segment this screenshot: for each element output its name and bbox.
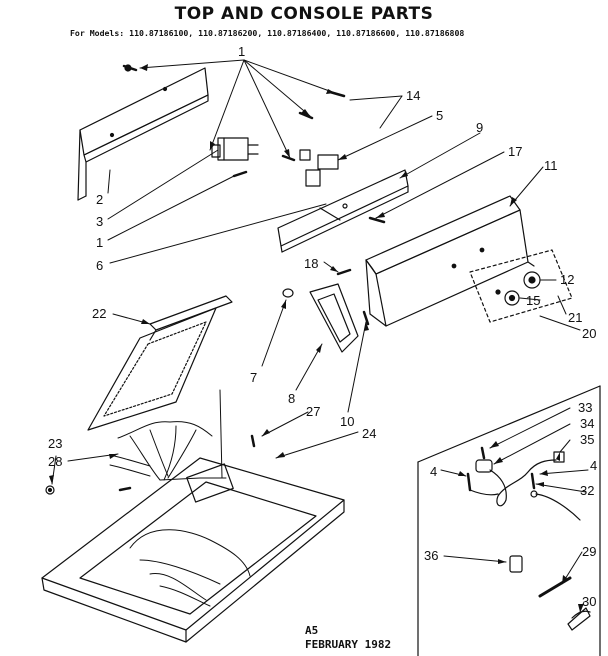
callout-5: 5 — [436, 108, 443, 123]
callout-8: 8 — [288, 391, 295, 406]
detail-parts — [466, 446, 591, 631]
callout-21: 21 — [568, 310, 582, 325]
footer-code: A5 — [305, 624, 319, 637]
screw-part — [232, 90, 386, 224]
callout-24: 24 — [362, 426, 376, 441]
filter-housing-8-part — [309, 283, 359, 353]
bracket-5-part — [299, 149, 339, 187]
knob-group-box — [469, 249, 573, 323]
callout-30: 30 — [582, 594, 596, 609]
callout-22: 22 — [92, 306, 106, 321]
top-bracket-part — [77, 67, 209, 201]
top-panel-24-part — [41, 457, 345, 643]
callout-10: 10 — [340, 414, 354, 429]
screw-18-part — [336, 268, 352, 276]
screw-27-part — [250, 434, 256, 448]
screw-10-part — [362, 310, 370, 326]
callout-15: 15 — [526, 293, 540, 308]
arrowheads — [49, 64, 583, 612]
callout-27: 27 — [306, 404, 320, 419]
model-list: For Models: 110.87186100, 110.87186200, … — [70, 28, 465, 38]
callout-14: 14 — [406, 88, 420, 103]
leader-lines — [51, 59, 589, 613]
callout-17: 17 — [508, 144, 522, 159]
callout-2: 2 — [96, 192, 103, 207]
callout-12: 12 — [560, 272, 574, 287]
bumper-7-part — [282, 288, 294, 298]
callout-4-right: 4 — [590, 458, 597, 473]
callout-36: 36 — [424, 548, 438, 563]
screw-part — [118, 486, 132, 492]
switch-part — [211, 137, 259, 161]
knob-part — [495, 271, 541, 306]
console-panel-part — [365, 195, 535, 327]
callout-1-left: 1 — [96, 235, 103, 250]
callout-7: 7 — [250, 370, 257, 385]
callout-35: 35 — [580, 432, 594, 447]
screw-23-part — [45, 485, 55, 495]
callout-23: 23 — [48, 436, 62, 451]
callout-6: 6 — [96, 258, 103, 273]
callout-20: 20 — [582, 326, 596, 341]
detail-box — [417, 385, 601, 656]
footer-date: FEBRUARY 1982 — [305, 638, 392, 651]
callout-34: 34 — [580, 416, 594, 431]
screw-part — [122, 64, 138, 72]
page-title: TOP AND CONSOLE PARTS — [174, 4, 434, 24]
callout-29: 29 — [582, 544, 596, 559]
lint-door-22-part — [87, 295, 233, 431]
callout-1-top: 1 — [238, 44, 245, 59]
callout-3: 3 — [96, 214, 103, 229]
console-rail-part — [277, 169, 409, 253]
callout-11: 11 — [544, 158, 558, 173]
callout-4-left: 4 — [430, 464, 437, 479]
callout-28: 28 — [48, 454, 62, 469]
callout-9: 9 — [476, 120, 483, 135]
callout-32: 32 — [580, 483, 594, 498]
callout-33: 33 — [578, 400, 592, 415]
wiring-harness — [109, 389, 227, 481]
callout-18: 18 — [304, 256, 318, 271]
